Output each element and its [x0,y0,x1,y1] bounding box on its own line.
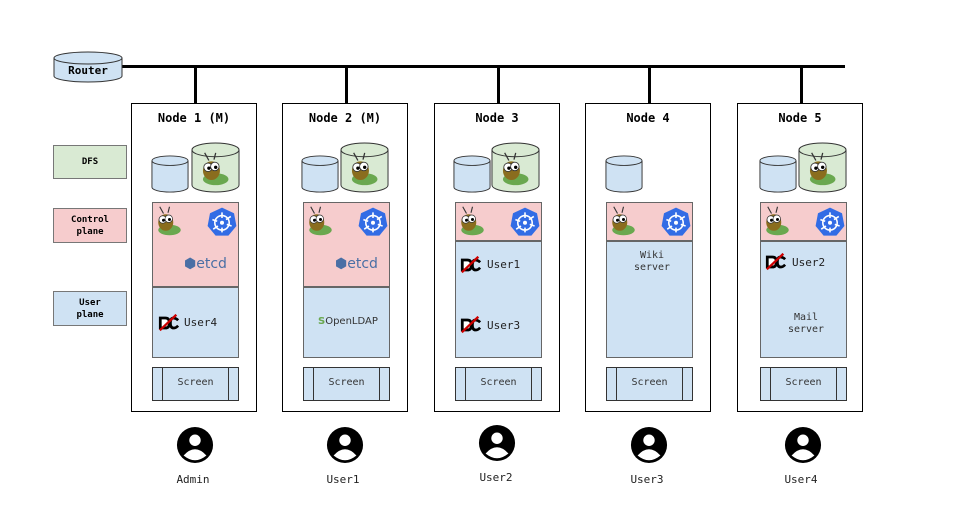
legend-user-plane: User plane [53,291,127,326]
etcd-label: etcd [196,256,227,272]
ant-gluster-icon [761,205,791,237]
database-icon [605,154,643,194]
connector-4 [648,67,651,104]
node-1: Node 1 (M) ⬢etcd User4 Screen [131,103,257,412]
etcd-label: etcd [347,256,378,272]
kubernetes-icon [357,206,389,238]
user-service-label: User2 [792,256,826,269]
node-5: Node 5 User2 Mail server Screen [737,103,863,412]
dc-logo-icon [158,313,180,333]
screen: Screen [606,367,693,401]
ant-gluster-icon [346,151,380,187]
node-title: Node 1 (M) [157,111,231,125]
screen-label: Screen [480,377,517,388]
person-label: User1 [326,473,360,486]
user-service-label: User3 [487,319,521,332]
database-icon [301,154,339,194]
connector-1 [194,67,197,104]
ant-gluster-icon [497,151,531,187]
control-plane: ⬢etcd [152,202,239,287]
ant-gluster-icon [456,205,486,237]
database-icon [151,154,189,194]
router-icon: Router [53,51,123,83]
database-icon [453,154,491,194]
user-avatar-icon [326,426,364,464]
user-plane: SOpenLDAP [303,287,390,358]
kubernetes-icon [206,206,238,238]
kubernetes-icon [660,206,692,238]
user-avatar-icon [784,426,822,464]
openldap-icon: SOpenLDAP [318,316,378,327]
dc-logo-icon [460,315,482,335]
screen: Screen [455,367,542,401]
screen-label: Screen [177,377,214,388]
user-plane: User2 Mail server [760,241,847,358]
user-service-label: User4 [184,316,218,329]
connector-2 [345,67,348,104]
dc-logo-icon [765,252,787,272]
mail-server-label: Mail server [787,312,825,335]
user-plane: User1 User3 [455,241,542,358]
control-plane [606,202,693,241]
node-title: Node 3 [475,111,519,125]
ant-gluster-icon [804,151,838,187]
node-3: Node 3 User1 User3 Screen [434,103,560,412]
user-service-label: User1 [487,258,521,271]
database-icon [759,154,797,194]
dc-logo-icon [460,255,482,275]
legend-user-label: User plane [76,297,104,320]
person-label: User4 [784,473,818,486]
screen: Screen [760,367,847,401]
ant-gluster-icon [197,151,231,187]
user-avatar-icon [478,424,516,462]
legend-dfs: DFS [53,145,127,179]
user-plane: Wiki server [606,241,693,358]
openldap-label: OpenLDAP [325,316,378,327]
control-plane [760,202,847,241]
screen-label: Screen [631,377,668,388]
etcd-icon: ⬢etcd [184,256,227,272]
node-4: Node 4 Wiki server Screen [585,103,711,412]
kubernetes-icon [814,206,846,238]
user-avatar-icon [176,426,214,464]
router-label: Router [68,64,108,77]
control-plane: ⬢etcd [303,202,390,287]
wiki-server-label: Wiki server [633,250,671,273]
person-label: Admin [176,473,210,486]
etcd-icon: ⬢etcd [335,256,378,272]
screen: Screen [303,367,390,401]
control-plane [455,202,542,241]
legend-control-label: Control plane [71,214,109,237]
connector-3 [497,67,500,104]
person-label: User3 [630,473,664,486]
router-bus-line [120,65,845,68]
connector-5 [800,67,803,104]
ant-gluster-icon [607,205,637,237]
legend-dfs-label: DFS [81,157,99,167]
screen: Screen [152,367,239,401]
legend-control-plane: Control plane [53,208,127,243]
person-label: User2 [479,471,513,484]
ant-gluster-icon [153,205,183,237]
screen-label: Screen [328,377,365,388]
ant-gluster-icon [304,205,334,237]
screen-label: Screen [785,377,822,388]
node-title: Node 5 [778,111,822,125]
user-plane: User4 [152,287,239,358]
node-2: Node 2 (M) ⬢etcd SOpenLDAP Screen [282,103,408,412]
kubernetes-icon [509,206,541,238]
user-avatar-icon [630,426,668,464]
node-title: Node 2 (M) [308,111,382,125]
node-title: Node 4 [626,111,670,125]
